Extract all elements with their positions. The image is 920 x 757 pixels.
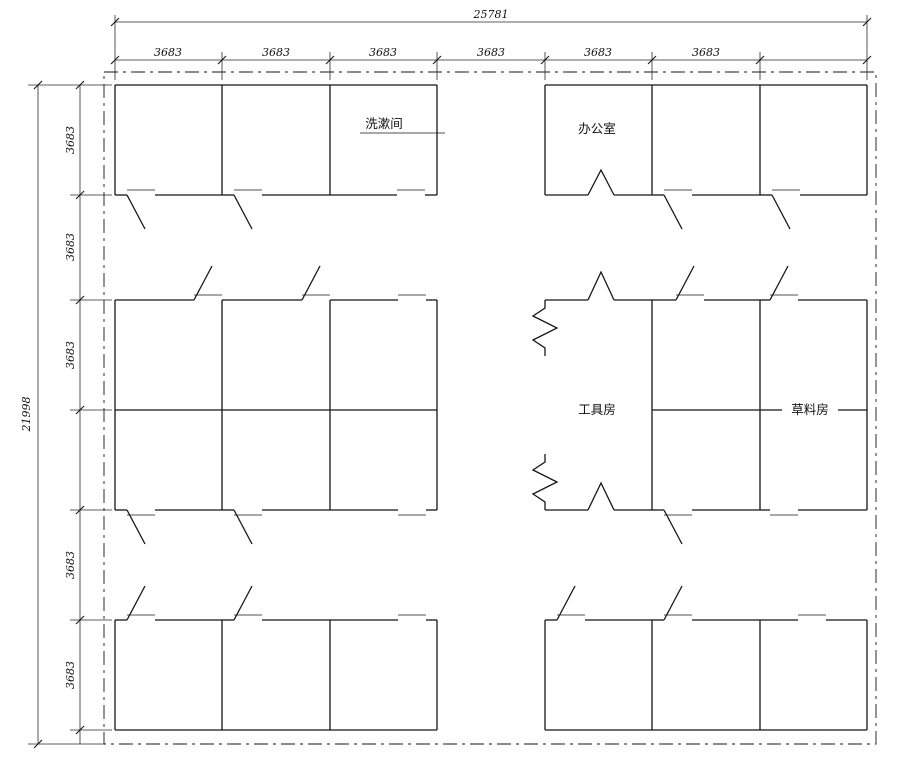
- block-bottom-right: [544, 585, 868, 731]
- dim-top-segment-5: 3683: [584, 46, 612, 59]
- office-door-swing: [587, 168, 615, 196]
- door-leaves-middle-right-top: [675, 265, 798, 301]
- room-label-washroom: 洗漱间: [365, 117, 403, 131]
- fodder-label-mask: [782, 400, 838, 418]
- block-bottom-left: [114, 585, 438, 731]
- dim-left-segment-4: 3683: [64, 551, 77, 579]
- left-dimension-segments: 3683 3683 3683 3683 3683: [64, 80, 112, 744]
- top-dimension-segments: 3683 3683 3683 3683 3683 3683: [110, 46, 872, 80]
- top-dimension-overall: 25781: [110, 8, 872, 80]
- break-line-top: [531, 300, 559, 356]
- dim-left-segment-1: 3683: [64, 126, 77, 154]
- block-middle-left: [114, 265, 438, 545]
- door-leaves-middle-right-bottom: [663, 509, 798, 545]
- dim-top-segment-4: 3683: [477, 46, 505, 59]
- door-leaves-bottom-right: [556, 585, 826, 621]
- block-top-right: [544, 84, 868, 230]
- dim-top-segment-6: 3683: [692, 46, 720, 59]
- dim-left-segment-3: 3683: [64, 341, 77, 369]
- dim-left-segment-2: 3683: [64, 233, 77, 261]
- door-leaves-middle-left-bottom: [126, 509, 426, 545]
- dim-total-height: 21998: [20, 397, 33, 433]
- dim-left-segment-5: 3683: [64, 661, 77, 689]
- break-line-bottom: [531, 454, 559, 510]
- room-labels: 洗漱间 办公室 工具房 草料房: [360, 117, 838, 418]
- left-dimension-overall: 21998: [20, 80, 112, 749]
- room-label-tool-room: 工具房: [578, 402, 616, 417]
- door-leaves-bottom-left: [126, 585, 426, 621]
- door-leaves-top-left: [126, 189, 425, 230]
- dim-top-segment-3: 3683: [369, 46, 397, 59]
- block-top-left: [114, 84, 438, 230]
- tool-room-door-swing-top: [587, 270, 615, 301]
- dim-top-segment-2: 3683: [262, 46, 290, 59]
- dim-total-width: 25781: [473, 8, 509, 21]
- door-leaves-top-right: [663, 189, 800, 230]
- room-label-office: 办公室: [578, 121, 616, 136]
- tool-room-door-swing-bottom: [587, 481, 615, 511]
- site-boundary: [103, 71, 877, 745]
- dim-top-segment-1: 3683: [154, 46, 182, 59]
- room-label-fodder-room: 草料房: [791, 402, 829, 417]
- door-leaves-middle-left-top: [193, 265, 426, 301]
